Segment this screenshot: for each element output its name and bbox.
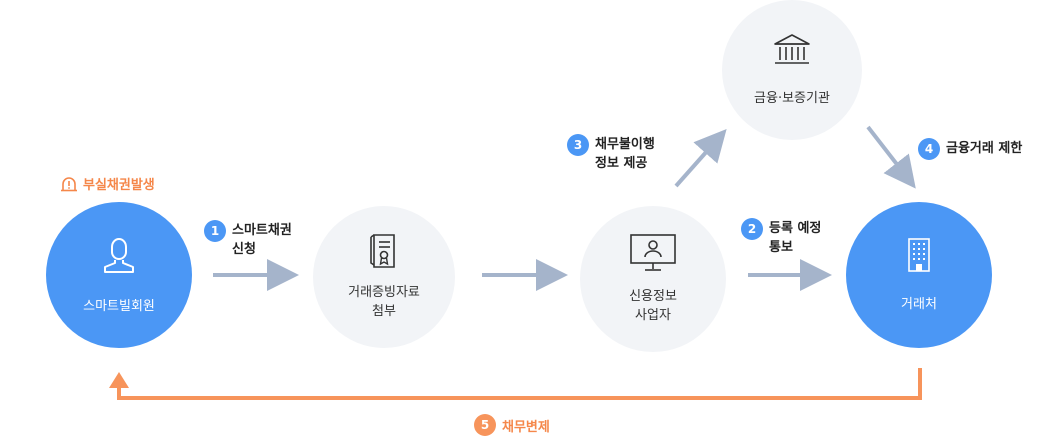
alert-label: 부실채권발생 xyxy=(83,178,155,193)
node-member: 스마트빌회원 xyxy=(46,202,192,348)
step-4-label: 금융거래 제한 xyxy=(946,141,1023,156)
arrow-finance-to-partner xyxy=(866,125,916,189)
node-finance: 금융·보증기관 xyxy=(722,0,862,140)
step-3-badge: 3 xyxy=(567,134,589,156)
monitor-user-icon xyxy=(630,234,676,271)
node-member-label: 스마트빌회원 xyxy=(83,298,155,314)
bad-debt-alert: 부실채권발생 xyxy=(60,174,155,193)
step-5-label: 채무변제 xyxy=(502,419,550,435)
arrow-credit-to-finance xyxy=(674,129,727,188)
step-4-badge: 4 xyxy=(918,138,940,160)
node-credit-label: 신용정보 사업자 xyxy=(629,289,677,323)
step-5: 5 채무변제 xyxy=(474,414,550,436)
node-evidence-label: 거래증빙자료 첨부 xyxy=(348,285,420,319)
step-1: 1 스마트채권 신청 xyxy=(204,220,292,259)
step-3: 3 채무불이행 정보 제공 xyxy=(567,134,655,173)
step-3-label: 채무불이행 정보 제공 xyxy=(595,137,655,171)
node-finance-label: 금융·보증기관 xyxy=(754,90,830,106)
step-4: 4 금융거래 제한 xyxy=(918,138,1022,160)
step-2-label: 등록 예정 통보 xyxy=(769,221,822,255)
alert-icon xyxy=(61,176,77,191)
step-1-label: 스마트채권 신청 xyxy=(232,223,292,257)
node-partner-label: 거래처 xyxy=(901,296,937,312)
building-icon xyxy=(908,237,930,272)
step-5-badge: 5 xyxy=(474,414,496,436)
node-evidence: 거래증빙자료 첨부 xyxy=(313,206,455,348)
step-1-badge: 1 xyxy=(204,220,226,242)
repay-arrowhead xyxy=(109,372,129,388)
step-2: 2 등록 예정 통보 xyxy=(741,218,821,257)
node-credit: 신용정보 사업자 xyxy=(580,206,726,352)
user-icon xyxy=(104,237,134,273)
repay-line xyxy=(117,368,922,400)
certificate-icon xyxy=(370,234,395,268)
step-2-badge: 2 xyxy=(741,218,763,240)
node-partner: 거래처 xyxy=(846,202,992,348)
bank-icon xyxy=(774,33,810,64)
